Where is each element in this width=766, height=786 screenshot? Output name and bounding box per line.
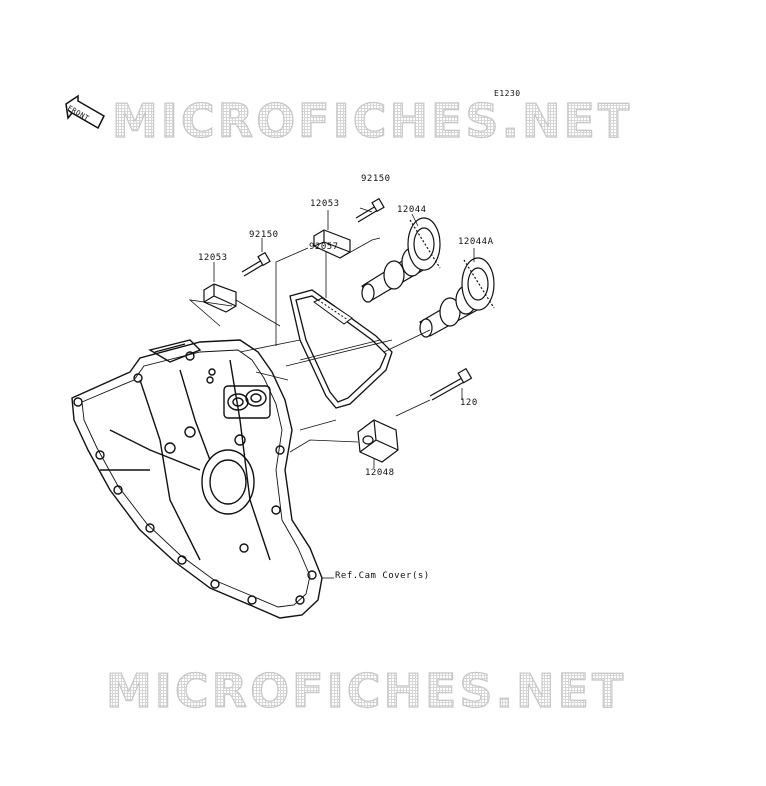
cam-chain (289, 289, 393, 409)
part-label-92150-left[interactable]: 92150 (249, 230, 279, 240)
chain-link-part (313, 297, 353, 325)
engine-case (71, 339, 323, 619)
diagram-code: E1230 (494, 89, 521, 98)
chain-guide-left (203, 283, 237, 313)
part-label-92150-top[interactable]: 92150 (361, 174, 391, 184)
part-label-120[interactable]: 120 (460, 398, 478, 408)
watermark-bottom: MICROFICHES.NET (105, 663, 627, 719)
part-label-92057[interactable]: 92057 (309, 242, 339, 252)
camshaft-12044 (361, 217, 441, 303)
bolt-120 (429, 367, 473, 401)
front-arrow-icon (65, 94, 105, 130)
bolt-92150-left (241, 251, 271, 277)
leader-lines (188, 207, 475, 579)
chain-guide-top (313, 229, 351, 259)
part-label-12044[interactable]: 12044 (397, 205, 427, 215)
part-label-12053-top[interactable]: 12053 (310, 199, 340, 209)
camshaft-12044a (419, 257, 495, 338)
part-label-12044a[interactable]: 12044A (458, 237, 494, 247)
bolt-92150-top (355, 197, 385, 223)
part-label-12053-left[interactable]: 12053 (198, 253, 228, 263)
tensioner-12048 (357, 419, 399, 463)
reference-note: Ref.Cam Cover(s) (335, 571, 430, 581)
part-label-12048[interactable]: 12048 (365, 468, 395, 478)
watermark-top: MICROFICHES.NET (111, 93, 633, 149)
